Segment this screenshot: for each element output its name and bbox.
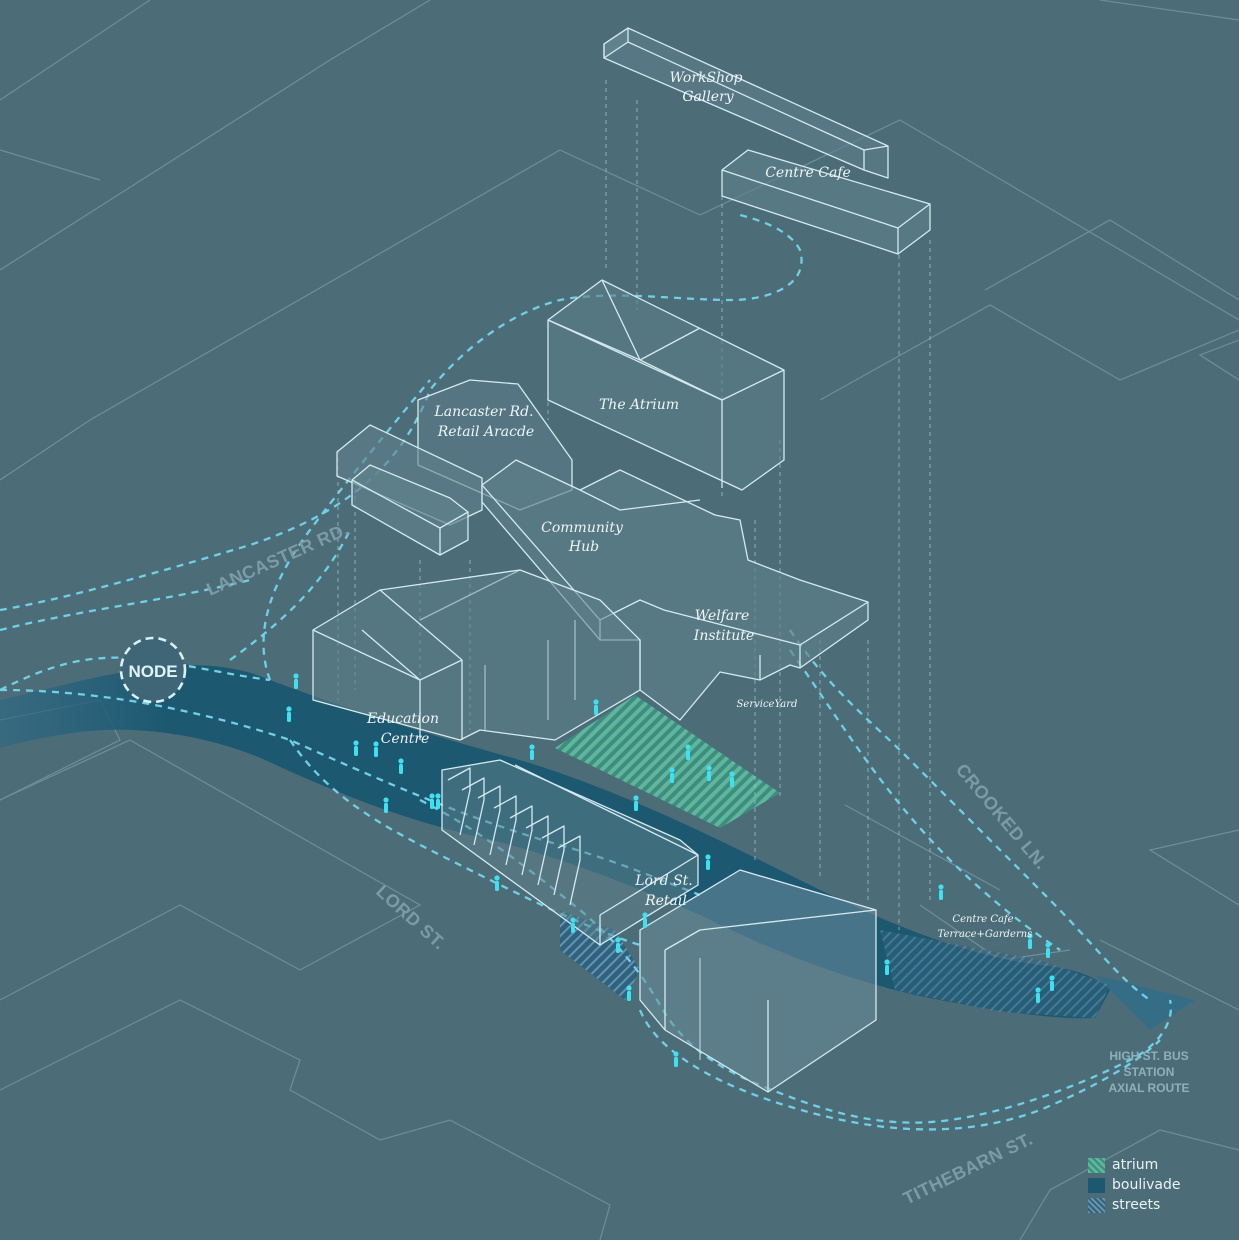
atrium-swatch — [1088, 1158, 1105, 1173]
label-arcade-1: Lancaster Rd. — [433, 404, 533, 420]
street-label-crooked: CROOKED LN. — [952, 760, 1052, 874]
street-label-tithebarn: TITHEBARN ST. — [900, 1129, 1036, 1209]
legend-item-boulivade: boulivade — [1088, 1175, 1180, 1195]
street-label-lancaster: LANCASTER RD. — [203, 519, 351, 600]
label-lord-retail-1: Lord St. — [634, 873, 693, 889]
label-welfare-1: Welfare — [695, 608, 750, 624]
streets-hatch-2 — [880, 930, 1110, 1018]
legend-label-boulivade: boulivade — [1112, 1177, 1180, 1193]
label-community-1: Community — [541, 520, 624, 536]
label-terrace-2: Terrace+Garderns — [938, 929, 1033, 940]
legend-item-streets: streets — [1088, 1195, 1180, 1215]
label-arcade-2: Retail Aracde — [437, 424, 534, 440]
boulevard-arrow — [1095, 975, 1195, 1030]
atrium-block — [548, 280, 784, 490]
streets-swatch — [1088, 1198, 1105, 1213]
label-workshop-2: Gallery — [682, 89, 734, 105]
legend-item-atrium: atrium — [1088, 1155, 1180, 1175]
legend-label-streets: streets — [1112, 1197, 1160, 1213]
legend-label-atrium: atrium — [1112, 1157, 1158, 1173]
label-community-2: Hub — [568, 539, 599, 555]
boulivade-swatch — [1088, 1178, 1105, 1193]
bus-route-line-2: STATION — [1124, 1065, 1175, 1079]
node-label: NODE — [128, 662, 177, 681]
bus-route-line-1: HIGH ST. BUS — [1109, 1049, 1188, 1063]
label-terrace-1: Centre Cafe — [952, 914, 1013, 925]
label-education-2: Centre — [381, 731, 430, 747]
bus-route-line-3: AXIAL ROUTE — [1108, 1081, 1189, 1095]
label-lord-retail-2: Retail — [644, 893, 687, 909]
label-service-yard: ServiceYard — [737, 699, 798, 710]
label-welfare-2: Institute — [693, 628, 754, 644]
legend: atrium boulivade streets — [1088, 1155, 1180, 1215]
label-atrium: The Atrium — [599, 397, 679, 413]
label-workshop-1: WorkShop — [669, 70, 742, 86]
buildings — [313, 28, 930, 1092]
label-education-1: Education — [366, 711, 439, 727]
street-label-lord: LORD ST. — [372, 881, 449, 953]
label-cafe: Centre Cafe — [765, 165, 851, 181]
